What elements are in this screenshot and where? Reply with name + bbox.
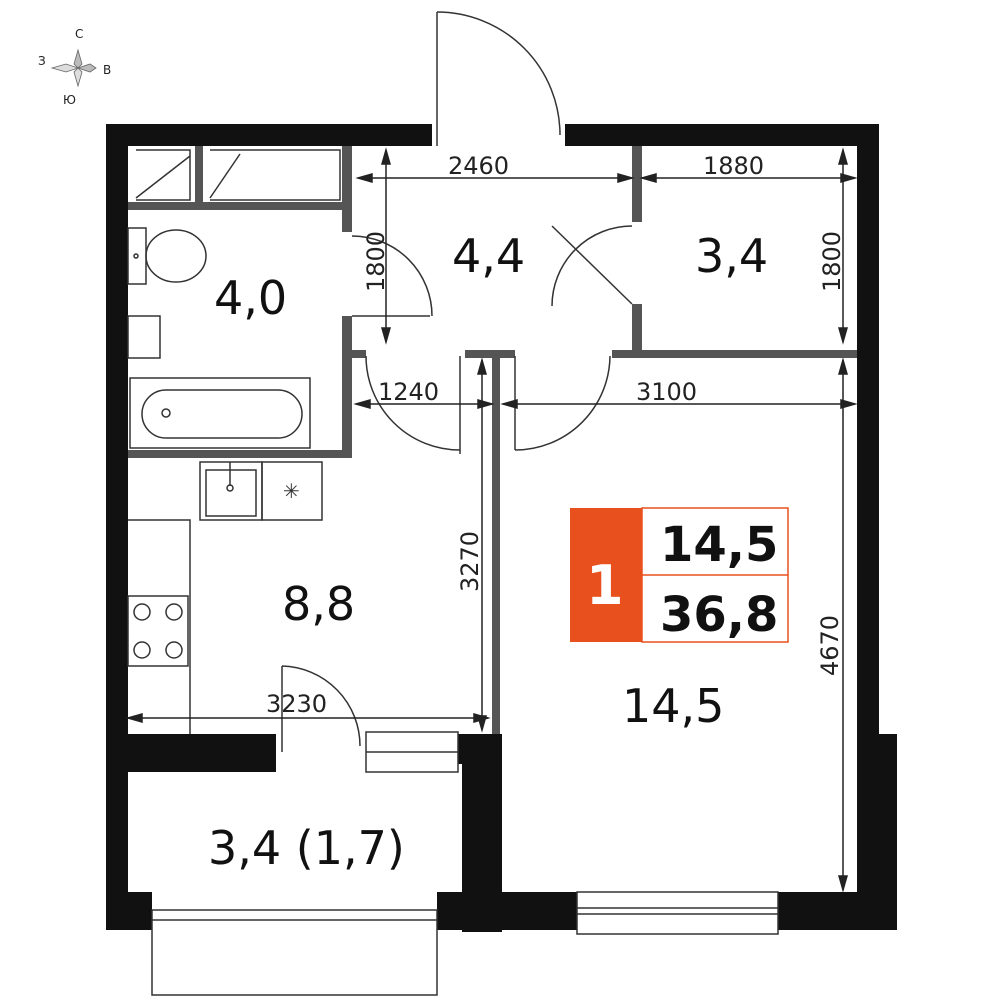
bathtub-icon [129,377,311,449]
dim-storage-height: 1800 [818,231,846,292]
compass-west: З [38,54,46,68]
door-swings [281,11,633,752]
dim-hall-width: 2460 [448,152,509,180]
compass-south: Ю [63,93,76,107]
dim-kitchen-height: 3270 [456,531,484,592]
badge-rooms-box [570,508,642,642]
kitchen-fixtures: ✳ [127,461,323,734]
appliance-icon [261,461,323,521]
sink-icon [127,315,161,359]
compass-icon: С Ю З В [38,27,111,107]
bathroom-fixtures [127,149,341,449]
toilet-tank-icon [127,227,147,285]
compass-north: С [75,27,83,41]
room-living-area: 14,5 [622,679,724,733]
windows [151,731,779,996]
room-hall-area: 4,4 [452,229,525,283]
dimension-labels: 2460 1880 1800 1800 1240 3100 3270 3230 … [266,152,846,718]
dim-corridor-width: 1240 [378,378,439,406]
dim-storage-width: 1880 [703,152,764,180]
compass-east: В [103,63,111,77]
partitions [128,146,857,734]
stove-icon [127,595,189,667]
toilet-icon [145,229,207,283]
dim-living-height: 4670 [816,615,844,676]
svg-text:✳: ✳ [283,479,300,503]
badge-rooms-count: 1 [586,554,624,617]
badge-living-area: 14,5 [660,517,778,573]
room-balcony-area: 3,4 (1,7) [208,821,405,875]
dimension-lines [125,147,858,893]
room-storage-area: 3,4 [695,229,768,283]
room-kitchen-area: 8,8 [282,577,355,631]
badge-total-area: 36,8 [660,587,778,643]
dim-kitchen-width: 3230 [266,690,327,718]
dim-living-width: 3100 [636,378,697,406]
dim-bathroom-height: 1800 [362,231,390,292]
room-bathroom-area: 4,0 [214,271,287,325]
outer-walls [106,124,897,932]
room-labels: 4,0 4,4 3,4 8,8 14,5 3,4 (1,7) [208,229,768,875]
apartment-badge: 1 14,5 36,8 [570,507,789,643]
